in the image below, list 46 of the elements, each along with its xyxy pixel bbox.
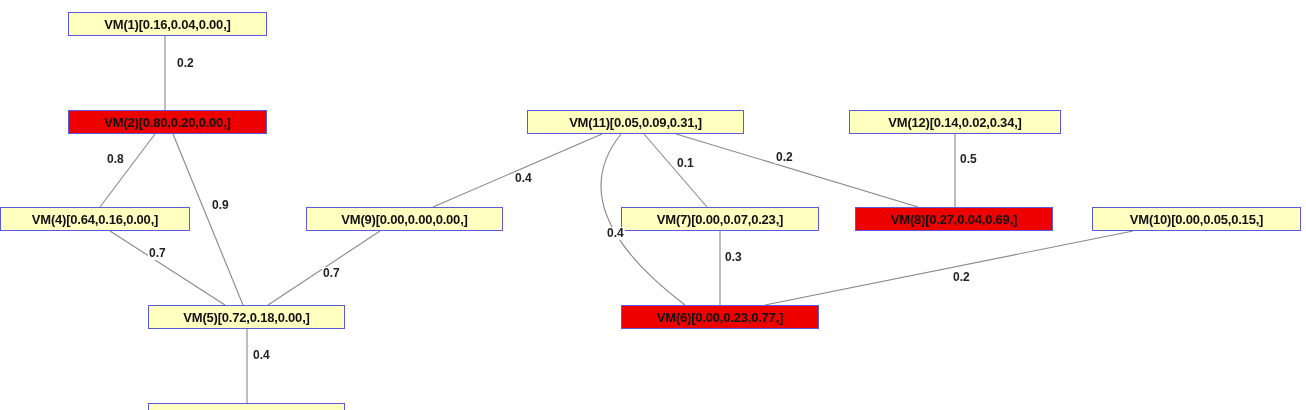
connector-line	[267, 230, 381, 306]
vm-node	[849, 110, 1061, 134]
node-label: VM(7)[0.00,0.07,0.23,]	[656, 211, 784, 227]
edge-label: 0.4	[514, 172, 533, 185]
connector-line	[643, 133, 708, 208]
edge-label: 0.5	[959, 153, 978, 166]
node-label: VM(1)[0.16,0.04,0.00,]	[104, 16, 231, 32]
vm-node	[855, 207, 1053, 231]
vm-node	[1092, 207, 1301, 231]
vm-node	[621, 305, 819, 329]
connector-line	[954, 133, 956, 208]
connector-line	[675, 133, 919, 208]
vm-node	[68, 12, 267, 36]
edge-label: 0.4	[252, 349, 271, 362]
node-label: VM(9)[0.00,0.00,0.00,]	[341, 211, 468, 227]
edge-label: 0.1	[676, 157, 695, 170]
connector-line	[600, 133, 686, 306]
connector-line	[719, 230, 721, 306]
edge-label: 0.2	[176, 57, 195, 70]
node-label: VM(6)[0.00,0.23,0.77,]	[656, 309, 784, 325]
edge-label: 0.2	[775, 151, 794, 164]
vm-node	[68, 110, 267, 134]
connector-line	[246, 328, 248, 404]
connector-line	[99, 133, 156, 208]
edge-label: 0.7	[148, 247, 167, 260]
connector-line	[164, 35, 166, 111]
edge-label: 0.8	[106, 153, 125, 166]
vm-node	[306, 207, 503, 231]
connector-line	[432, 133, 603, 208]
node-label: VM(2)[0.80,0.20,0.00,]	[104, 114, 231, 130]
node-label: VM(11)[0.05,0.09,0.31,]	[569, 114, 702, 130]
vm-node	[148, 305, 345, 329]
node-label: VM(10)[0.00,0.05,0.15,]	[1129, 211, 1264, 227]
connector-line	[109, 230, 226, 306]
edge-label: 0.3	[724, 251, 743, 264]
vm-node	[0, 207, 190, 231]
vm-node	[527, 110, 744, 134]
edge-label: 0.9	[211, 199, 230, 212]
edge-label: 0.4	[606, 227, 625, 240]
connector-line	[172, 133, 244, 306]
node-label: VM(5)[0.72,0.18,0.00,]	[183, 309, 310, 325]
node-label: VM(12)[0.14,0.02,0.34,]	[888, 114, 1022, 130]
node-label: VM(4)[0.64,0.16,0.00,]	[31, 211, 159, 227]
edge-label: 0.7	[322, 267, 341, 280]
edge-label: 0.2	[952, 271, 971, 284]
node-label: VM(8)[0.27,0.04,0.69,]	[890, 211, 1018, 227]
